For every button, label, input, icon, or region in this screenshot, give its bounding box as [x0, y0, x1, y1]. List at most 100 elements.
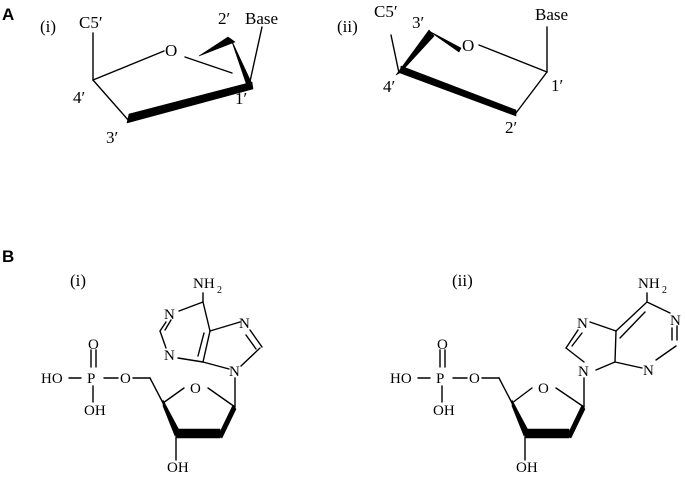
panel-b-ii-label: (ii) — [452, 271, 473, 290]
oh-3-label: OH — [516, 460, 538, 476]
c3-c2-wedge — [175, 428, 221, 439]
c3-o-wedge — [428, 30, 462, 53]
c4-c3-wedge — [511, 399, 529, 437]
c4-atom-label: 4′ — [383, 77, 395, 96]
c2-atom-label: 2′ — [505, 118, 517, 137]
o4-c4-bond — [162, 387, 185, 404]
o4-c4-bond — [511, 387, 533, 404]
c4-c5-sugar-bond — [498, 377, 513, 404]
c4-c5-bond — [202, 330, 211, 363]
c5-c6-bond — [202, 301, 211, 332]
panel-b-nucleotide-i: (i) — [41, 271, 263, 476]
panel-b-i-label: (i) — [70, 271, 86, 290]
panel-a: A (i) C5′ O 2′ Base 4′ 1′ 3′ (ii) — [2, 2, 568, 147]
panel-a-ii-label: (ii) — [337, 17, 358, 36]
panel-a-letter: A — [2, 5, 14, 24]
c4-c5-sugar-bond — [149, 377, 164, 404]
c3-c1-wedge — [126, 81, 254, 124]
c6-n1-bond — [646, 301, 671, 314]
n1-c2-bond — [159, 321, 167, 332]
phosphate-o-label: O — [437, 337, 448, 353]
c5-atom-label: C5′ — [79, 13, 103, 32]
n3-c4-bond — [177, 357, 204, 363]
bridge-o-label: O — [120, 371, 131, 387]
c4-o-bond — [92, 50, 165, 81]
c1-atom-label: 1′ — [551, 76, 563, 95]
n9-c8-bond — [565, 347, 585, 363]
ho-label: HO — [390, 371, 412, 387]
n3-label: N — [643, 363, 654, 379]
c5-atom-label: C5′ — [374, 2, 398, 21]
base-label: Base — [535, 5, 568, 24]
panel-b: B (i) — [2, 247, 681, 476]
c4-c3-bond — [92, 79, 130, 122]
o4-atom-label: O — [462, 36, 474, 55]
c2-atom-label: 2′ — [218, 9, 230, 28]
nh2-label: NH — [638, 276, 660, 292]
panel-a-sugar-i: (i) C5′ O 2′ Base 4′ 1′ 3′ — [40, 9, 278, 147]
c4-c3-wedge — [162, 399, 180, 437]
nh2-label: NH — [193, 276, 215, 292]
o-c1-bond — [184, 56, 233, 74]
c1-o4-bond — [207, 387, 236, 408]
c8-n7-bond — [565, 329, 579, 349]
ring-o-label: O — [190, 381, 201, 397]
c4-atom-label: 4′ — [73, 88, 85, 107]
n7-label: N — [577, 316, 588, 332]
c6-n1-bond — [178, 301, 204, 312]
n7-c8-double — [245, 334, 257, 350]
panel-b-nucleotide-ii: (ii) — [390, 271, 681, 476]
c4-n9-bond — [595, 361, 616, 371]
c2-c1-wedge — [217, 404, 237, 439]
nh2-subscript: 2 — [662, 285, 667, 296]
n7-c8-bond — [249, 329, 263, 348]
c8-n9-bond — [240, 347, 261, 367]
c4-c5-bond — [390, 34, 400, 74]
n1-c2-double — [164, 319, 172, 331]
c1-c2-wedge — [198, 36, 236, 57]
c1-atom-label: 1′ — [235, 89, 247, 108]
c3-c2-wedge — [524, 428, 570, 439]
nh2-subscript: 2 — [217, 285, 222, 296]
c5-n7-bond — [209, 321, 241, 332]
c4-c2-wedge — [399, 65, 517, 117]
o-c1-bond — [478, 44, 548, 73]
base-label: Base — [245, 9, 278, 28]
c8-n7-double — [571, 332, 583, 347]
n9-c4-bond — [202, 361, 230, 370]
c4-c3-wedge — [395, 29, 435, 76]
panel-a-i-label: (i) — [40, 17, 56, 36]
c2-n3-bond — [655, 345, 677, 361]
ho-label: HO — [41, 371, 63, 387]
phosphorus-label: P — [87, 371, 95, 387]
phosphate-o-label: O — [88, 337, 99, 353]
oh-lower-label: OH — [433, 403, 455, 419]
n7-c5-bond — [589, 321, 617, 332]
n1-label: N — [670, 313, 681, 329]
c2-n3-bond — [159, 330, 167, 349]
panel-b-letter: B — [2, 247, 14, 266]
c2-c1-wedge — [566, 404, 586, 439]
oh-lower-label: OH — [84, 403, 106, 419]
c3-atom-label: 3′ — [412, 13, 424, 32]
c2-c1-wedge — [230, 38, 253, 87]
panel-a-sugar-ii: (ii) C5′ 3′ O Base 4′ 1′ 2′ — [337, 2, 568, 137]
n9-label: N — [229, 364, 240, 380]
oh-3-label: OH — [167, 460, 189, 476]
c5-c6-double — [619, 311, 646, 339]
c5-c4-bond — [614, 330, 617, 363]
o4-atom-label: O — [165, 41, 177, 60]
n3-label: N — [164, 348, 175, 364]
c1-base-bond — [248, 26, 263, 87]
n7-label: N — [239, 316, 250, 332]
c5-c6-bond — [615, 301, 648, 332]
n9-label: N — [578, 364, 589, 380]
n1-label: N — [164, 307, 175, 323]
n3-c4-bond — [614, 361, 643, 369]
c4-c5-double — [197, 332, 205, 357]
bridge-o-label: O — [469, 371, 480, 387]
phosphorus-label: P — [436, 371, 444, 387]
c1-o4-bond — [555, 387, 585, 408]
